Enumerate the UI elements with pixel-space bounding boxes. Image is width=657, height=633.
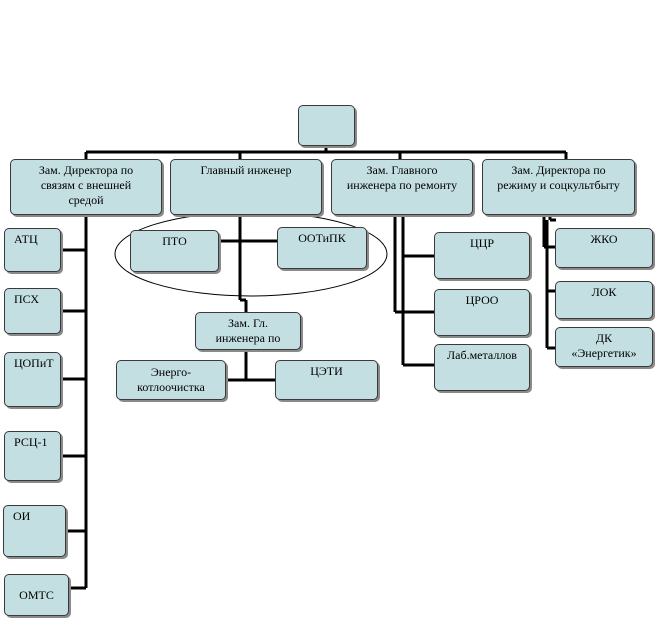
unit-label: РСЦ-1 <box>14 435 48 449</box>
deputy-regime-label: Зам. Директора по режиму и соцкультбыту <box>497 163 620 192</box>
unit-label: ЦРОО <box>465 293 499 307</box>
chief-engineer-label: Главный инженер <box>200 163 292 177</box>
unit-label: ПСХ <box>14 292 40 306</box>
deputy-external-box: Зам. Директора по связям с внешней средо… <box>10 159 162 215</box>
unit-rsc1: РСЦ-1 <box>4 431 61 481</box>
unit-label: Энерго- котлоочистка <box>137 365 205 394</box>
unit-energo: Энерго- котлоочистка <box>116 360 226 400</box>
unit-label: ОИ <box>13 509 31 523</box>
unit-tseti: ЦЭТИ <box>275 360 378 400</box>
unit-troo: ЦРОО <box>434 289 530 336</box>
unit-omts: ОМТС <box>4 574 69 616</box>
unit-lok: ЛОК <box>555 281 653 319</box>
unit-ootipk: ООТиПК <box>277 227 367 269</box>
unit-oi: ОИ <box>3 505 66 557</box>
unit-label: ЦЭТИ <box>310 364 343 378</box>
deputy-external-label: Зам. Директора по связям с внешней средо… <box>38 163 134 207</box>
deputy-chief-repair-box: Зам. Главного инженера по ремонту <box>331 159 473 215</box>
unit-label: АТЦ <box>14 232 38 246</box>
unit-label: ОМТС <box>19 587 54 602</box>
deputy-chief-label: Зам. Гл. инженера по <box>215 316 281 345</box>
unit-label: ЦЦР <box>469 236 494 250</box>
unit-label: ЛОК <box>591 285 617 299</box>
deputy-chief-box: Зам. Гл. инженера по <box>195 312 301 350</box>
unit-lab-metals: Лаб.металлов <box>434 344 530 391</box>
deputy-chief-repair-label: Зам. Главного инженера по ремонту <box>346 163 458 192</box>
unit-label: ПТО <box>162 234 187 248</box>
unit-label: ДК «Энергетик» <box>571 331 637 360</box>
unit-label: ЖКО <box>590 232 618 246</box>
unit-tscr: ЦЦР <box>434 232 530 279</box>
unit-pto: ПТО <box>130 230 219 272</box>
director-box <box>298 105 355 146</box>
unit-label: ЦОПиТ <box>14 356 54 370</box>
unit-dk-energetik: ДК «Энергетик» <box>555 327 653 367</box>
unit-label: Лаб.металлов <box>447 348 517 362</box>
unit-label: ООТиПК <box>298 231 346 245</box>
unit-zhko: ЖКО <box>555 228 653 268</box>
chief-engineer-box: Главный инженер <box>170 159 322 215</box>
unit-topit: ЦОПиТ <box>4 352 61 407</box>
deputy-regime-box: Зам. Директора по режиму и соцкультбыту <box>482 159 635 215</box>
unit-psh: ПСХ <box>4 288 61 334</box>
unit-atc: АТЦ <box>4 228 61 272</box>
